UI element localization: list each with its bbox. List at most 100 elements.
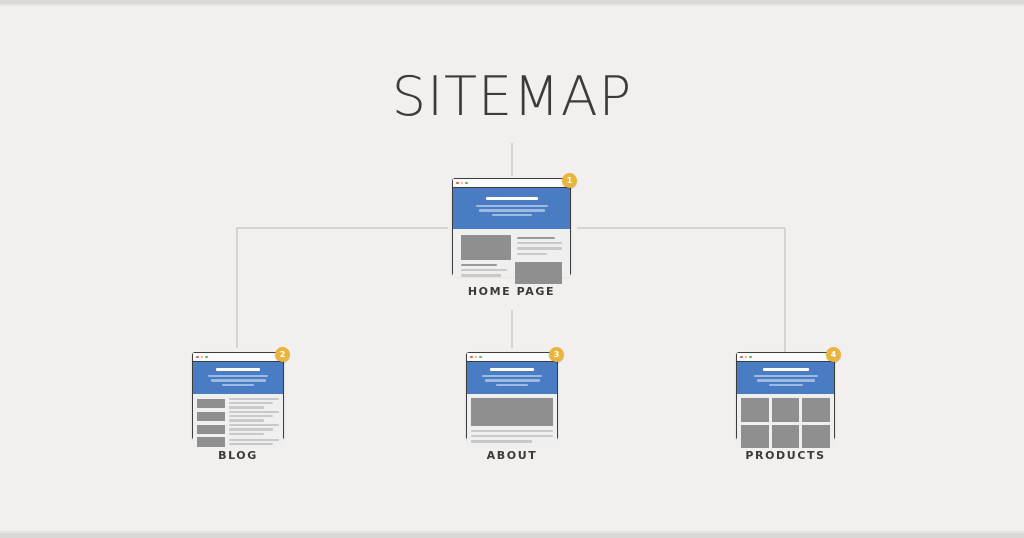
maximize-dot-icon <box>205 355 208 359</box>
text-line <box>229 442 273 446</box>
close-dot-icon <box>740 355 743 359</box>
text-line <box>461 269 507 272</box>
text-line <box>229 402 273 405</box>
hero-heading-bar <box>485 197 538 201</box>
product-tile <box>771 398 800 422</box>
badge-about: 3 <box>549 347 564 362</box>
hero-text-line <box>478 209 545 212</box>
text-line <box>517 242 562 245</box>
product-tile <box>771 425 800 448</box>
text-line <box>229 424 279 427</box>
list-item <box>197 424 279 435</box>
browser-chrome-products <box>737 353 834 362</box>
text-line <box>229 419 264 422</box>
content-body-blog <box>193 394 283 448</box>
product-tile <box>741 398 769 422</box>
hero-text-line <box>222 383 254 386</box>
node-label-about: ABOUT <box>486 449 538 462</box>
product-tile <box>802 398 830 422</box>
product-tile <box>741 425 769 448</box>
hero-heading-bar <box>216 368 260 372</box>
text-line <box>517 247 562 250</box>
maximize-dot-icon <box>749 355 752 359</box>
badge-blog: 2 <box>275 347 290 362</box>
hero-text-line <box>491 213 532 216</box>
hero-text-line <box>768 383 803 386</box>
browser-window-home[interactable]: 1 <box>452 173 577 284</box>
image-block <box>515 262 562 284</box>
text-line <box>229 432 264 435</box>
browser-chrome-home <box>453 179 570 188</box>
hero-text-line <box>496 383 528 386</box>
node-about[interactable]: 3 ABOUT <box>466 347 564 462</box>
text-group <box>229 411 279 422</box>
text-line <box>471 435 553 438</box>
hero-section-products <box>737 362 834 394</box>
image-block <box>461 235 511 260</box>
text-line <box>229 438 279 441</box>
hero-text-line <box>482 375 542 378</box>
badge-home: 1 <box>562 173 577 188</box>
browser-window-about[interactable]: 3 <box>466 347 564 448</box>
content-body-home <box>453 229 570 284</box>
product-tile <box>802 425 830 448</box>
text-line <box>229 406 264 409</box>
text-line <box>229 415 273 418</box>
node-label-products: PRODUCTS <box>745 449 826 462</box>
text-line <box>461 274 501 277</box>
hero-text-line <box>756 379 815 382</box>
text-line <box>229 428 273 431</box>
browser-window-products[interactable]: 4 <box>736 347 841 448</box>
minimize-dot-icon <box>744 355 748 359</box>
text-line <box>517 237 555 240</box>
thumbnail <box>197 424 225 435</box>
text-line <box>471 430 553 433</box>
maximize-dot-icon <box>479 355 482 359</box>
node-label-home: HOME PAGE <box>467 285 556 298</box>
node-home[interactable]: 1 <box>452 173 577 298</box>
minimize-dot-icon <box>474 355 478 359</box>
text-group <box>229 398 279 409</box>
letterbox-top-inner <box>0 4 1024 6</box>
close-dot-icon <box>470 355 473 359</box>
minimize-dot-icon <box>460 181 464 185</box>
thumbnail <box>197 398 225 409</box>
close-dot-icon <box>456 181 459 185</box>
node-products[interactable]: 4 PRODUCTS <box>736 347 841 462</box>
list-item <box>197 398 279 409</box>
text-group <box>517 237 562 255</box>
thumbnail <box>197 411 225 422</box>
node-blog[interactable]: 2 <box>192 347 290 462</box>
badge-products: 4 <box>826 347 841 362</box>
list-item <box>197 437 279 447</box>
maximize-dot-icon <box>465 181 468 185</box>
text-group <box>471 430 553 443</box>
hero-heading-bar <box>490 368 534 372</box>
list-item <box>197 411 279 422</box>
image-block <box>471 398 553 426</box>
text-line <box>229 411 279 414</box>
hero-text-line <box>208 375 268 378</box>
letterbox-top <box>0 0 1024 4</box>
text-group <box>461 264 509 277</box>
text-group <box>229 424 279 435</box>
text-line <box>517 252 547 255</box>
thumbnail <box>197 437 225 447</box>
letterbox-bottom-inner <box>0 531 1024 533</box>
text-line <box>471 440 532 443</box>
hero-section-about <box>467 362 557 394</box>
page-title: SITEMAP <box>391 65 633 128</box>
browser-window-blog[interactable]: 2 <box>192 347 290 448</box>
content-body-about <box>467 394 557 448</box>
hero-text-line <box>475 205 548 208</box>
hero-text-line <box>484 379 540 382</box>
hero-text-line <box>753 375 818 378</box>
hero-section-blog <box>193 362 283 394</box>
letterbox-bottom <box>0 533 1024 538</box>
minimize-dot-icon <box>200 355 204 359</box>
text-line <box>461 264 497 267</box>
content-body-products <box>737 394 834 448</box>
text-group <box>229 438 279 446</box>
browser-chrome-about <box>467 353 557 362</box>
